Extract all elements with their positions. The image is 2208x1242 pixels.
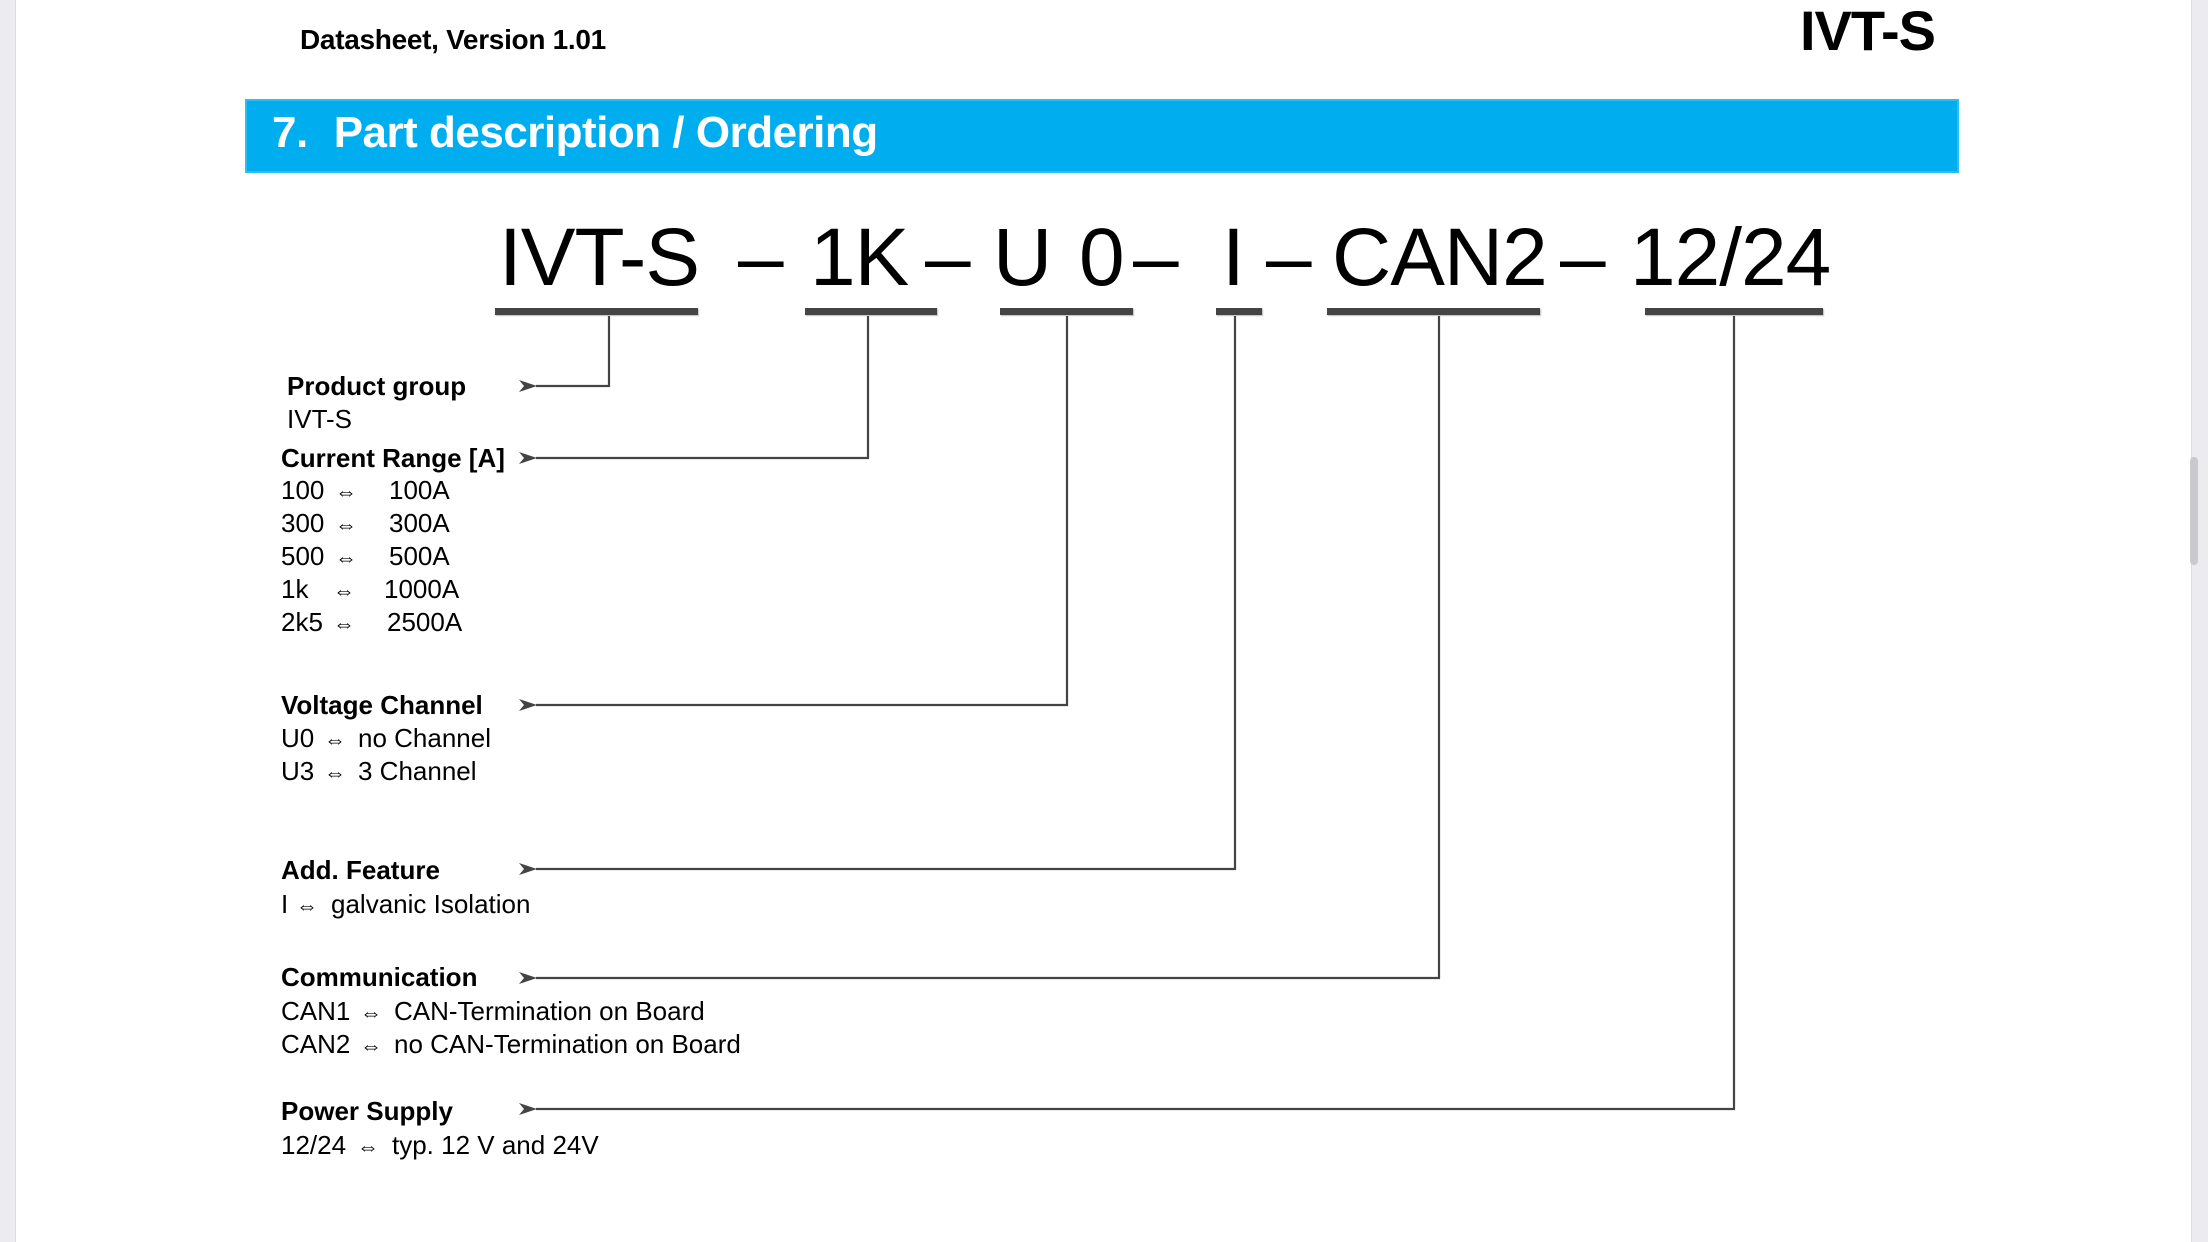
equivalence-icon: ⇔ xyxy=(335,545,357,570)
underline-communication xyxy=(1327,308,1540,315)
add-feature-row: I ⇔ galvanic Isolation xyxy=(281,888,681,921)
connector-voltage-channel xyxy=(519,316,1069,711)
value: CAN-Termination on Board xyxy=(394,996,705,1026)
underline-current-range xyxy=(805,308,937,315)
code: 100 xyxy=(281,475,325,505)
document-product-name: IVT-S xyxy=(1800,0,1936,62)
equivalence-icon: ⇔ xyxy=(360,1033,382,1058)
connector-current-range xyxy=(519,316,870,464)
scrollbar-thumb[interactable] xyxy=(2190,457,2198,565)
viewer-left-margin xyxy=(0,0,16,1242)
section-number: 7. xyxy=(272,108,308,157)
label-product-group: Product group xyxy=(287,371,467,401)
value: 300A xyxy=(389,508,450,538)
equivalence-icon: ⇔ xyxy=(357,1134,379,1159)
code: 12/24 xyxy=(281,1130,347,1160)
code: U0 xyxy=(281,723,315,753)
equivalence-icon: ⇔ xyxy=(333,578,355,603)
connector-communication xyxy=(519,316,1441,984)
viewer-right-margin xyxy=(2191,0,2208,1242)
pn-segment-current-range: 1K xyxy=(810,212,909,303)
connector-product-group xyxy=(519,316,611,392)
underline-product-group xyxy=(495,308,698,315)
voltage-channel-row: U0 ⇔ no Channel xyxy=(281,722,681,755)
label-communication: Communication xyxy=(281,962,478,992)
value-product-group: IVT-S xyxy=(287,404,353,434)
pn-separator: – xyxy=(925,212,971,303)
power-supply-row: 12/24 ⇔ typ. 12 V and 24V xyxy=(281,1129,781,1162)
value: no Channel xyxy=(358,723,491,753)
pn-separator: – xyxy=(1133,212,1179,303)
equivalence-icon: ⇔ xyxy=(324,727,346,752)
connector-add-feature xyxy=(519,316,1237,875)
value: 500A xyxy=(389,541,450,571)
code: CAN2 xyxy=(281,1029,351,1059)
equivalence-icon: ⇔ xyxy=(360,1000,382,1025)
communication-row: CAN2 ⇔ no CAN-Termination on Board xyxy=(281,1028,881,1061)
section-title: Part description / Ordering xyxy=(333,108,878,157)
equivalence-icon: ⇔ xyxy=(296,893,318,918)
pn-separator: – xyxy=(738,212,784,303)
equivalence-icon: ⇔ xyxy=(324,760,346,785)
value: typ. 12 V and 24V xyxy=(392,1130,599,1160)
connector-power-supply xyxy=(519,316,1736,1115)
pn-segment-product-group: IVT-S xyxy=(499,212,700,303)
label-power-supply: Power Supply xyxy=(281,1096,453,1126)
section-heading-bar xyxy=(245,99,1959,173)
code: 300 xyxy=(281,508,325,538)
code: U3 xyxy=(281,756,315,786)
code: 2k5 xyxy=(281,607,323,637)
value: 100A xyxy=(389,475,450,505)
code: CAN1 xyxy=(281,996,351,1026)
code: I xyxy=(281,889,289,919)
code: 1k xyxy=(281,574,309,604)
section-heading: 7. Part description / Ordering xyxy=(272,108,878,158)
pn-segment-power-supply: 12/24 xyxy=(1630,212,1831,303)
underline-add-feature xyxy=(1216,308,1262,315)
value: 3 Channel xyxy=(358,756,477,786)
voltage-channel-row: U3 ⇔ 3 Channel xyxy=(281,755,681,788)
label-current-range: Current Range [A] xyxy=(281,443,505,473)
pn-separator: – xyxy=(1266,212,1312,303)
value: no CAN-Termination on Board xyxy=(394,1029,741,1059)
label-add-feature: Add. Feature xyxy=(281,855,440,885)
equivalence-icon: ⇔ xyxy=(333,611,355,636)
pn-segment-voltage-channel: U 0 xyxy=(993,212,1125,303)
communication-row: CAN1 ⇔ CAN-Termination on Board xyxy=(281,995,881,1028)
underline-voltage-channel xyxy=(1000,308,1133,315)
document-version: Datasheet, Version 1.01 xyxy=(300,24,606,55)
value: 2500A xyxy=(387,607,463,637)
value: 1000A xyxy=(384,574,460,604)
code: 500 xyxy=(281,541,325,571)
value: galvanic Isolation xyxy=(331,889,531,919)
label-voltage-channel: Voltage Channel xyxy=(281,690,483,720)
pn-separator: – xyxy=(1560,212,1606,303)
pn-segment-communication: CAN2 xyxy=(1332,212,1548,303)
equivalence-icon: ⇔ xyxy=(335,512,357,537)
underline-power-supply xyxy=(1645,308,1823,315)
equivalence-icon: ⇔ xyxy=(335,479,357,504)
pn-segment-add-feature: I xyxy=(1222,212,1245,303)
